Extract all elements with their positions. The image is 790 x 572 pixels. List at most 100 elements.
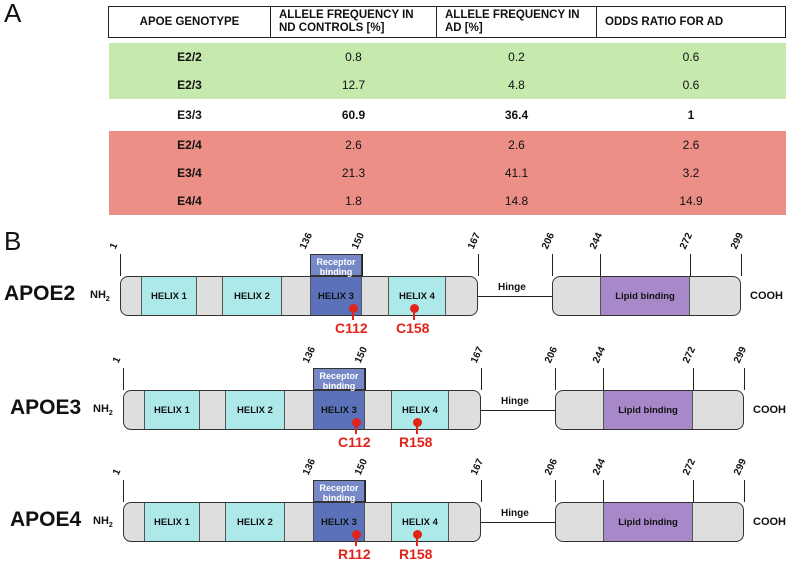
hinge-label: Hinge: [501, 508, 529, 519]
cell-ad: 2.6: [436, 131, 597, 159]
cell-or: 2.6: [596, 131, 786, 159]
helix-2: HELIX 2: [222, 277, 282, 315]
cell-nd: 21.3: [270, 159, 437, 187]
hinge-line: [478, 296, 552, 298]
cell-ad: 0.2: [436, 43, 597, 71]
table-row: E2/3 12.7 4.8 0.6: [108, 71, 786, 99]
cell-genotype: E2/2: [108, 43, 271, 71]
position-label: 272: [681, 457, 699, 477]
c-terminus-label: COOH: [750, 290, 783, 302]
position-label: 150: [350, 231, 368, 251]
n-terminus-label: NH2: [93, 515, 113, 530]
position-tick: [744, 368, 745, 390]
position-tick: [555, 480, 556, 502]
variant-name: APOE2: [4, 282, 76, 305]
hinge-line: [481, 522, 555, 524]
lipid-binding-region: Lipid binding: [603, 391, 693, 429]
position-label: 299: [732, 345, 750, 365]
position-tick: [603, 480, 604, 502]
mutation-stem: [416, 538, 418, 546]
position-label: 150: [353, 345, 371, 365]
hinge-line: [481, 410, 555, 412]
mutation-label: C158: [396, 320, 430, 336]
table-row: E3/3 60.9 36.4 1: [108, 99, 786, 131]
position-label: 167: [466, 231, 484, 251]
position-label: 1: [108, 241, 121, 251]
position-tick: [481, 480, 482, 502]
cell-nd: 0.8: [270, 43, 437, 71]
position-label: 272: [681, 345, 699, 365]
position-label: 272: [678, 231, 696, 251]
cell-genotype: E3/4: [108, 159, 271, 187]
mutation-stem: [355, 538, 357, 546]
n-terminus-label: NH2: [93, 403, 113, 418]
position-label: 299: [732, 457, 750, 477]
cell-ad: 41.1: [436, 159, 597, 187]
mutation-dot: [413, 418, 422, 427]
position-tick: [365, 368, 366, 390]
cell-or: 3.2: [596, 159, 786, 187]
helix-2: HELIX 2: [225, 503, 285, 541]
table-row: E2/4 2.6 2.6 2.6: [108, 131, 786, 159]
position-label: 244: [588, 231, 606, 251]
genotype-table: APOE GENOTYPE ALLELE FREQUENCY IN ND CON…: [108, 6, 786, 215]
mutation-dot: [410, 304, 419, 313]
position-label: 244: [591, 345, 609, 365]
position-label: 136: [298, 231, 316, 251]
position-tick: [123, 368, 124, 390]
n-terminus-label: NH2: [90, 289, 110, 304]
panel-label-b: B: [4, 226, 22, 256]
mutation-stem: [355, 426, 357, 434]
position-label: 299: [729, 231, 747, 251]
position-tick: [365, 480, 366, 502]
receptor-binding-region: Receptor binding: [310, 254, 362, 277]
mutation-label: R112: [338, 546, 371, 562]
position-tick: [744, 480, 745, 502]
mutation-dot: [352, 418, 361, 427]
table-header-row: APOE GENOTYPE ALLELE FREQUENCY IN ND CON…: [108, 6, 786, 38]
cell-nd: 60.9: [270, 99, 437, 131]
position-tick: [693, 480, 694, 502]
position-label: 136: [301, 345, 319, 365]
position-tick: [120, 254, 121, 276]
position-label: 1: [111, 355, 124, 365]
header-odds-ratio: ODDS RATIO FOR AD: [596, 6, 786, 38]
position-label: 206: [540, 231, 558, 251]
header-ad-frequency: ALLELE FREQUENCY IN AD [%]: [436, 6, 597, 38]
position-tick: [123, 480, 124, 502]
hinge-label: Hinge: [501, 396, 529, 407]
position-label: 244: [591, 457, 609, 477]
header-nd-frequency: ALLELE FREQUENCY IN ND CONTROLS [%]: [270, 6, 437, 38]
position-label: 167: [469, 345, 487, 365]
cell-ad: 36.4: [436, 99, 597, 131]
position-tick: [478, 254, 479, 276]
panel-label-a: A: [4, 0, 22, 28]
cell-ad: 4.8: [436, 71, 597, 99]
position-label: 136: [301, 457, 319, 477]
position-tick: [555, 368, 556, 390]
position-label: 206: [543, 345, 561, 365]
position-tick: [690, 254, 691, 276]
cell-ad: 14.8: [436, 187, 597, 215]
cell-genotype: E2/4: [108, 131, 271, 159]
position-tick: [481, 368, 482, 390]
helix-1: HELIX 1: [144, 503, 200, 541]
cell-genotype: E4/4: [108, 187, 271, 215]
position-label: 206: [543, 457, 561, 477]
lipid-binding-region: Lipid binding: [603, 503, 693, 541]
position-label: 1: [111, 467, 124, 477]
mutation-label: R158: [399, 546, 433, 562]
cell-or: 0.6: [596, 71, 786, 99]
lipid-binding-region: Lipid binding: [600, 277, 690, 315]
mutation-dot: [352, 530, 361, 539]
helix-1: HELIX 1: [141, 277, 197, 315]
hinge-label: Hinge: [498, 282, 526, 293]
receptor-binding-region: Receptor binding: [313, 368, 365, 391]
header-genotype: APOE GENOTYPE: [108, 6, 271, 38]
cell-nd: 12.7: [270, 71, 437, 99]
position-tick: [362, 254, 363, 276]
cell-nd: 1.8: [270, 187, 437, 215]
position-tick: [741, 254, 742, 276]
cell-genotype: E3/3: [108, 99, 271, 131]
